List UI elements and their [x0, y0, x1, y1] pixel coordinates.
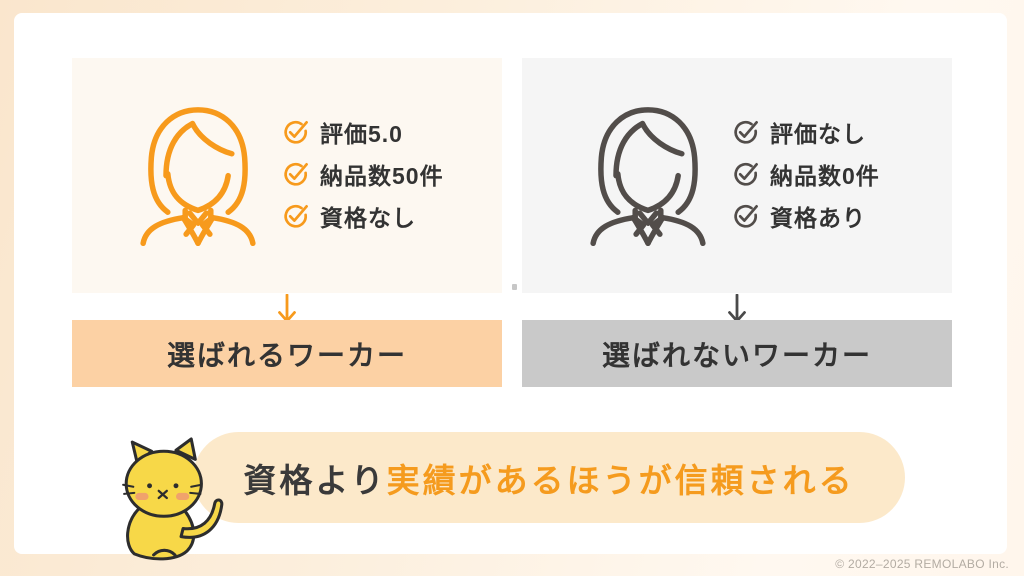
list-item: 評価5.0 [282, 118, 444, 147]
footer-copyright: © 2022–2025 REMOLABO Inc. [835, 557, 1009, 571]
panel-not-chosen-worker: 評価なし 納品数0件 資格あり [522, 58, 952, 293]
list-item: 資格あり [732, 202, 880, 231]
chosen-worker-checklist: 評価5.0 納品数50件 資格なし [282, 118, 444, 231]
businesswoman-icon [134, 98, 262, 246]
check-icon [734, 120, 758, 144]
checklist-label: 納品数50件 [320, 162, 444, 189]
list-item: 納品数50件 [282, 160, 444, 189]
check-icon [284, 162, 308, 186]
cat-mascot [122, 437, 224, 561]
conclusion-banner: 資格より実績があるほうが信頼される [193, 432, 905, 523]
checklist-label: 評価5.0 [320, 120, 403, 147]
checklist-label: 資格あり [770, 204, 866, 231]
check-icon [284, 204, 308, 228]
list-item: 評価なし [732, 118, 880, 147]
check-icon [734, 204, 758, 228]
not-chosen-worker-label: 選ばれないワーカー [522, 320, 952, 387]
chosen-worker-label: 選ばれるワーカー [72, 320, 502, 387]
checklist-label: 評価なし [770, 120, 866, 147]
not-chosen-worker-checklist: 評価なし 納品数0件 資格あり [732, 118, 880, 231]
checklist-label: 資格なし [320, 204, 416, 231]
conclusion-prefix-text: 資格より [243, 461, 387, 499]
panel-chosen-worker: 評価5.0 納品数50件 資格なし [72, 58, 502, 293]
conclusion-highlight-text: 実績があるほうが信頼される [386, 461, 855, 499]
businesswoman-icon [584, 98, 712, 246]
checklist-label: 納品数0件 [770, 162, 880, 189]
cursor-artifact [512, 284, 517, 290]
list-item: 納品数0件 [732, 160, 880, 189]
check-icon [734, 162, 758, 186]
infographic-canvas: 評価5.0 納品数50件 資格なし 評価なし 納品数0件 [14, 13, 1007, 561]
list-item: 資格なし [282, 202, 444, 231]
check-icon [284, 120, 308, 144]
